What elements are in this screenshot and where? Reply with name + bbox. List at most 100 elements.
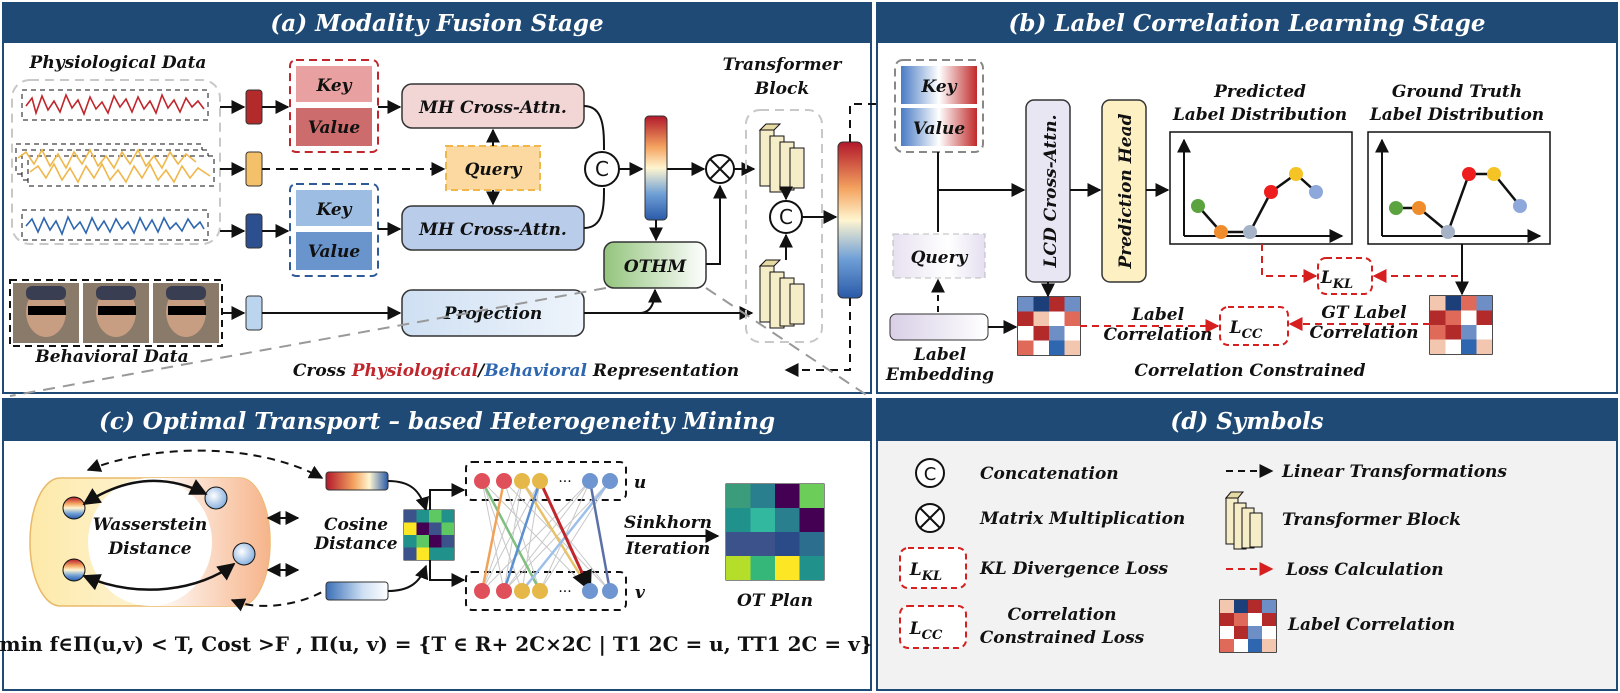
transformer-legend-icon — [1224, 491, 1263, 550]
u-nodes-group — [465, 461, 627, 501]
label-embedding-label-1: Label — [913, 345, 967, 365]
gt-point-1 — [1389, 201, 1403, 215]
red-signal — [21, 89, 209, 121]
v-node-1 — [474, 583, 490, 599]
transformer-group — [745, 109, 823, 343]
ball-blue-top — [204, 486, 228, 510]
query-label-a: Query — [465, 160, 523, 180]
linear-label: Linear Transformations — [1281, 462, 1507, 482]
u-node-5 — [582, 473, 598, 489]
gt-title-2: Label Distribution — [1369, 105, 1544, 125]
fused-token-a — [644, 115, 668, 221]
l-kl-legend-label: LKL — [909, 560, 942, 584]
query-label-b: Query — [911, 248, 969, 268]
v-node-3 — [514, 583, 530, 599]
label-correlation-text-1: Label — [1131, 305, 1185, 325]
blue-signal — [21, 209, 209, 241]
blue-feature-token — [245, 213, 263, 249]
gt-label-correlation-text-1: GT Label — [1321, 303, 1407, 323]
u-dots: ··· — [558, 474, 571, 490]
query-box-b — [892, 233, 986, 279]
panel-c-header — [3, 399, 871, 441]
transformer-block-bottom — [758, 259, 805, 329]
label-correlation-matrix — [1017, 296, 1081, 356]
loss-calc-label: Loss Calculation — [1285, 560, 1444, 580]
red-value-box — [296, 108, 372, 146]
panel-b-title: (b) Label Correlation Learning Stage — [1009, 10, 1486, 37]
u-label: u — [634, 473, 646, 493]
v-label: v — [635, 583, 646, 603]
l-kl-legend-box — [899, 547, 967, 589]
concat-symbol-a-label: C — [595, 157, 609, 181]
gt-point-4 — [1462, 167, 1476, 181]
label-correlation-legend-label: Label Correlation — [1287, 615, 1455, 635]
query-box-a — [445, 145, 541, 191]
ball-blue-bottom — [232, 542, 256, 566]
red-key-label: Key — [315, 76, 352, 96]
u-node-1 — [474, 473, 490, 489]
predicted-distribution-chart — [1169, 131, 1353, 245]
v-nodes-group — [465, 571, 627, 611]
blue-key-box — [296, 190, 372, 226]
ball-red-bottom — [62, 558, 86, 582]
l-kl-label: LKL — [1320, 268, 1353, 292]
lcd-cross-attn-label: LCD Cross-Attn. — [1041, 114, 1061, 268]
pred-point-2 — [1214, 225, 1228, 239]
mh-cross-attn-bottom-label: MH Cross-Attn. — [418, 220, 567, 240]
cosine-label-2: Distance — [313, 534, 397, 554]
panel-a: (a) Modality Fusion Stage Physiological … — [2, 2, 872, 397]
key-box-b — [901, 66, 977, 104]
ot-formula: min f∈Π(u,v) < T, Cost >F , Π(u, v) = {T… — [0, 632, 873, 656]
red-key-box — [296, 66, 372, 102]
kl-loss-label: KL Divergence Loss — [979, 559, 1169, 579]
projection-label: Projection — [443, 304, 542, 324]
wasserstein-label-1: Wasserstein — [93, 515, 208, 535]
ball-red-top — [62, 496, 86, 520]
representation-caption: Cross Physiological/Behavioral Represent… — [293, 361, 739, 381]
matmul-symbol-a — [705, 154, 735, 184]
red-value-label: Value — [308, 118, 360, 138]
gt-label-correlation-matrix — [1429, 295, 1493, 355]
panel-c: (c) Optimal Transport – based Heterogene… — [0, 398, 873, 691]
gt-point-3 — [1441, 225, 1455, 239]
concat-symbol-b-label: C — [779, 205, 793, 229]
panel-a-header — [3, 3, 871, 43]
matrix-mult-label: Matrix Multiplication — [979, 509, 1185, 529]
l-cc-legend-label: LCC — [909, 619, 943, 643]
matmul-legend-icon — [915, 503, 945, 533]
panel-d-header — [877, 399, 1617, 441]
cosine-label-1: Cosine — [324, 515, 388, 535]
cost-matrix — [403, 509, 455, 561]
blue-kv-group — [289, 183, 379, 277]
transformer-block-top — [758, 123, 805, 193]
u-node-3 — [514, 473, 530, 489]
label-embedding-box — [889, 313, 989, 341]
panel-b: (b) Label Correlation Learning Stage Key… — [876, 2, 1618, 394]
v-node-2 — [496, 583, 512, 599]
panel-d: (d) Symbols C Concatenation Matrix Multi… — [876, 398, 1618, 691]
gt-point-6 — [1513, 199, 1527, 213]
ot-plan-matrix — [725, 483, 825, 581]
behavioral-data-label: Behavioral Data — [34, 347, 188, 367]
pred-point-1 — [1191, 199, 1205, 213]
l-cc-legend-box — [899, 605, 967, 649]
sinkhorn-label-1: Sinkhorn — [624, 513, 712, 533]
value-label-b: Value — [913, 119, 965, 139]
yellow-feature-token — [245, 151, 263, 187]
blue-value-box — [296, 232, 372, 270]
v-node-5 — [582, 583, 598, 599]
mh-cross-attn-top-label: MH Cross-Attn. — [418, 98, 567, 118]
predicted-title-1: Predicted — [1213, 82, 1306, 102]
red-kv-group — [289, 59, 379, 153]
panel-c-title: (c) Optimal Transport – based Heterogene… — [99, 408, 775, 435]
panel-a-title: (a) Modality Fusion Stage — [270, 10, 603, 37]
u-node-6 — [602, 473, 618, 489]
token-u — [325, 471, 389, 491]
concat-legend-icon-label: C — [924, 464, 937, 485]
transformer-block-title-2: Block — [754, 79, 809, 99]
othm-label: OTHM — [624, 257, 688, 277]
gt-title-1: Ground Truth — [1392, 82, 1522, 102]
key-label-b: Key — [920, 77, 957, 97]
panel-b-header — [877, 3, 1617, 43]
prediction-head-label: Prediction Head — [1116, 113, 1136, 269]
